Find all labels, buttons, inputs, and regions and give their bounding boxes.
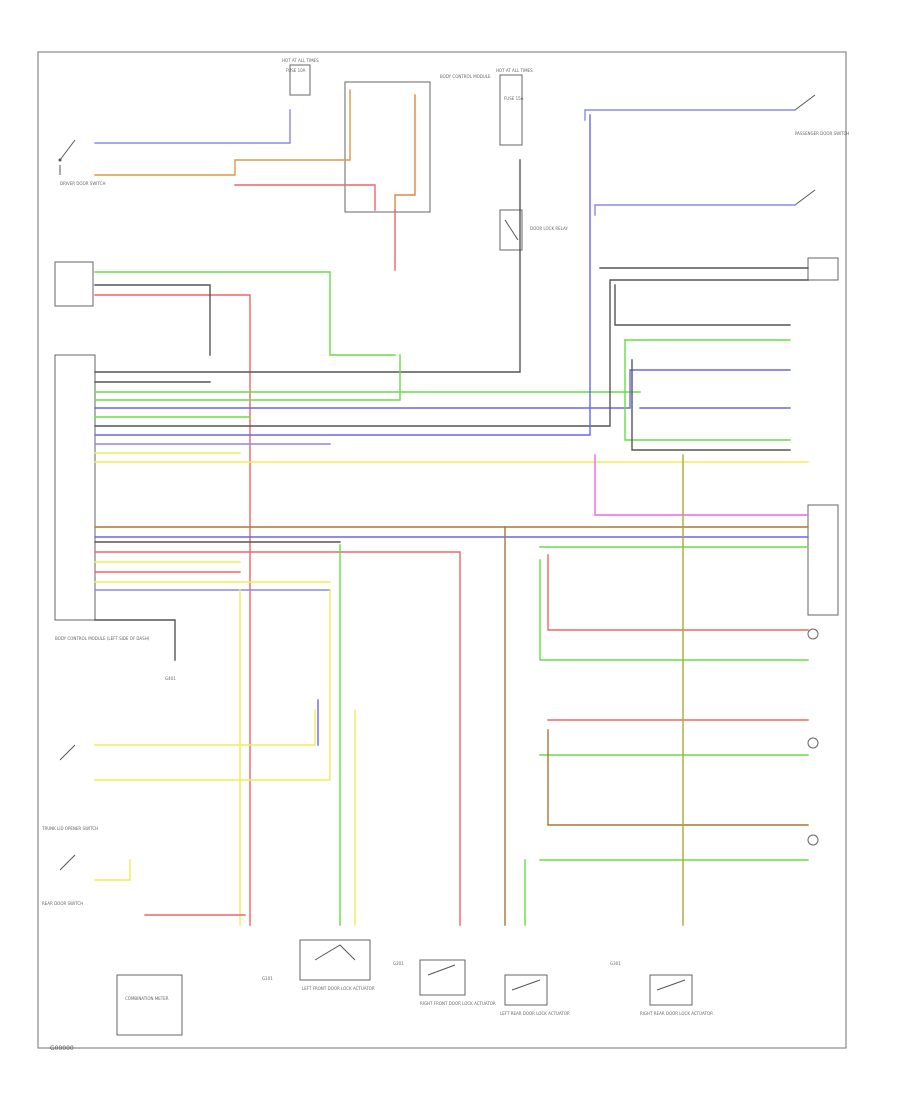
bcm-main-label: BODY CONTROL MODULE (LEFT SIDE OF DASH) <box>55 636 150 641</box>
driver-door-switch-label: DRIVER DOOR SWITCH <box>60 181 105 186</box>
hot-at-all-times-label-2: HOT AT ALL TIMES <box>496 68 533 73</box>
bcm-upper-box <box>54 261 94 307</box>
right-connectors <box>807 257 839 846</box>
hot-at-all-times-label-1: HOT AT ALL TIMES <box>282 58 319 63</box>
right-rear-door-label: RIGHT REAR DOOR LOCK ACTUATOR <box>640 1011 713 1016</box>
ground-label-1: G101 <box>262 976 273 981</box>
combination-meter-label: COMBINATION METER <box>125 996 169 1001</box>
diagram-frame <box>37 51 847 1049</box>
top-left-switch: DRIVER DOOR SWITCH <box>58 139 105 186</box>
ground-label-4: G401 <box>165 676 176 681</box>
top-right-switch: PASSENGER DOOR SWITCH <box>794 94 849 206</box>
right-front-door-label: RIGHT FRONT DOOR LOCK ACTUATOR <box>420 1001 496 1006</box>
left-rear-door-label: LEFT REAR DOOR LOCK ACTUATOR <box>500 1011 570 1016</box>
rear-door-switch-label: REAR DOOR SWITCH <box>42 901 83 906</box>
door-lock-relay-label: DOOR LOCK RELAY <box>530 226 568 231</box>
ground-label-2: G201 <box>393 961 404 966</box>
bcm-main-connector: BODY CONTROL MODULE (LEFT SIDE OF DASH) <box>54 354 150 641</box>
bottom-components: COMBINATION METER LEFT FRONT DOOR LOCK A… <box>41 676 713 1036</box>
footer-code: G00000 <box>50 1045 74 1052</box>
passenger-switch-label: PASSENGER DOOR SWITCH <box>795 131 849 136</box>
fuse-label-2: FUSE 15A <box>504 96 524 101</box>
left-front-door-label: LEFT FRONT DOOR LOCK ACTUATOR <box>302 986 375 991</box>
trunk-switch-label: TRUNK LID OPENER SWITCH <box>41 826 98 831</box>
bcm-top-label: BODY CONTROL MODULE <box>440 74 491 79</box>
ground-label-3: G301 <box>610 961 621 966</box>
fuse-label-1: FUSE 10A <box>286 68 306 73</box>
wires <box>94 89 809 926</box>
top-fuse-block: HOT AT ALL TIMES HOT AT ALL TIMES BODY C… <box>282 58 533 213</box>
door-lock-relay: DOOR LOCK RELAY <box>499 209 568 251</box>
